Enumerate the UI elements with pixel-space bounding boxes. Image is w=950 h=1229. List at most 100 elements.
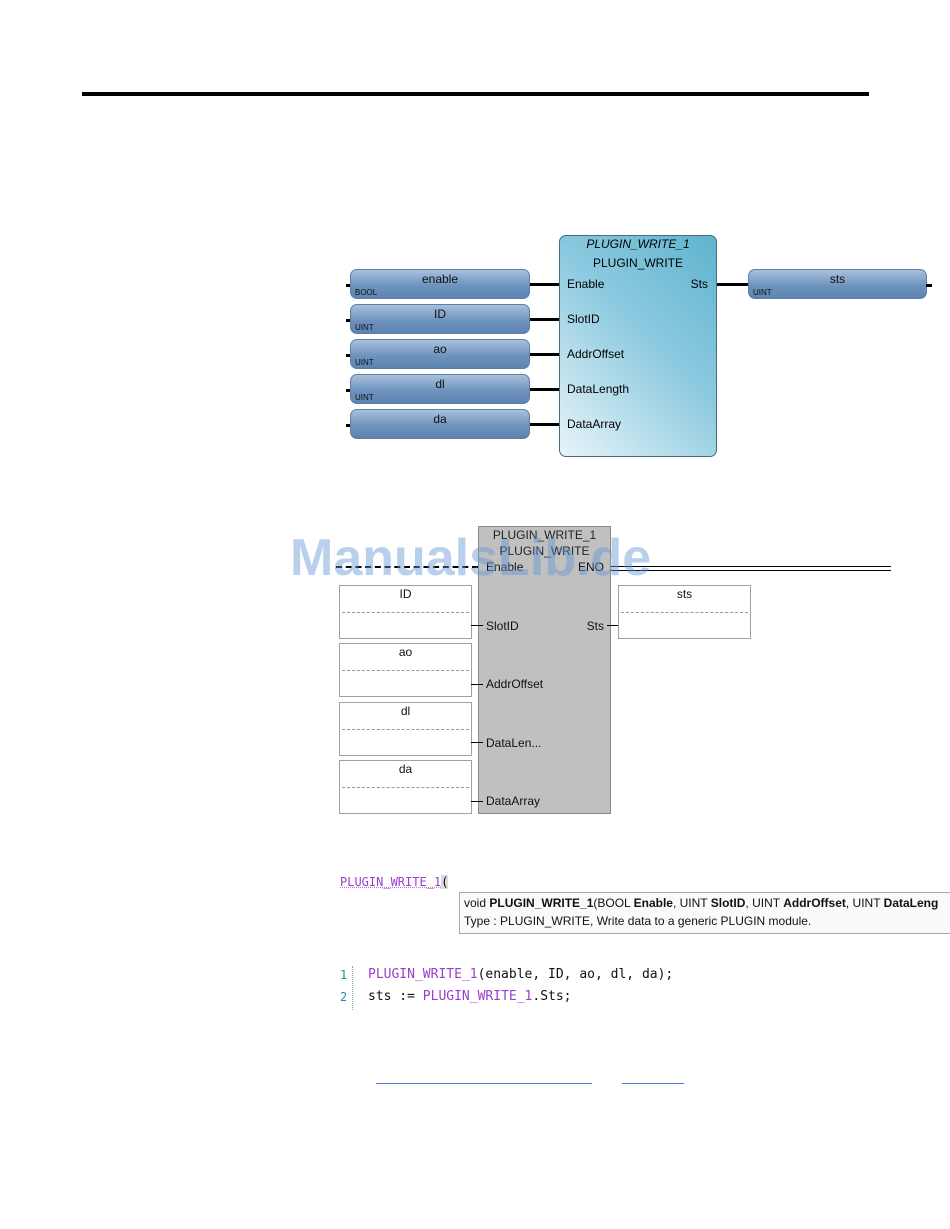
divider — [342, 670, 469, 671]
code-text: sts := — [368, 989, 423, 1004]
eno-rung — [611, 566, 891, 571]
var-name: dl — [435, 377, 445, 391]
ld-input-da[interactable]: da — [339, 760, 472, 814]
code-text: .Sts; — [532, 989, 572, 1004]
sig-param: AddrOffset — [783, 896, 846, 910]
wire — [530, 388, 560, 391]
st-typed-line[interactable]: PLUGIN_WRITE_1( — [340, 875, 449, 889]
ld-input-ao[interactable]: ao — [339, 643, 472, 697]
enable-rung-dashed — [336, 566, 478, 568]
wire — [471, 742, 483, 743]
pin-dataarray: DataArray — [486, 794, 541, 808]
connector-stub — [926, 284, 932, 287]
code-gutter — [352, 966, 353, 1010]
code-function: PLUGIN_WRITE_1 — [422, 989, 533, 1004]
fbd-output-sts[interactable]: sts UINT — [748, 269, 927, 299]
wire — [530, 318, 560, 321]
watermark: ManualsLib.de — [290, 529, 652, 587]
wire — [717, 283, 749, 286]
var-type: UINT — [355, 323, 374, 332]
var-name: ao — [398, 645, 413, 659]
ld-function-block[interactable]: PLUGIN_WRITE_1 PLUGIN_WRITE Enable ENO S… — [478, 526, 611, 814]
var-name: dl — [400, 704, 411, 718]
var-type: BOOL — [355, 288, 378, 297]
sig-text: , UINT — [845, 896, 884, 910]
open-paren: ( — [441, 875, 449, 889]
wire — [471, 625, 483, 626]
var-name: da — [398, 762, 413, 776]
pin-datalength: DataLength — [567, 382, 630, 396]
pin-eno: ENO — [577, 560, 604, 574]
wire — [471, 801, 483, 802]
fbd-input-enable[interactable]: enable BOOL — [350, 269, 530, 299]
sig-text: , UINT — [672, 896, 711, 910]
block-type-name: PLUGIN_WRITE — [499, 544, 590, 558]
pin-slotid: SlotID — [567, 312, 600, 326]
wire — [530, 283, 560, 286]
connector-stub — [346, 319, 352, 322]
fbd-input-id[interactable]: ID UINT — [350, 304, 530, 334]
fbd-input-ao[interactable]: ao UINT — [350, 339, 530, 369]
pin-slotid: SlotID — [486, 619, 519, 633]
signature-tooltip: void PLUGIN_WRITE_1(BOOL Enable, UINT Sl… — [459, 892, 950, 934]
wire — [530, 353, 560, 356]
tooltip-signature: void PLUGIN_WRITE_1(BOOL Enable, UINT Sl… — [464, 896, 938, 910]
fbd-input-da[interactable]: da — [350, 409, 530, 439]
wire — [471, 684, 483, 685]
var-name: da — [433, 412, 447, 426]
pin-dataarray: DataArray — [567, 417, 622, 431]
var-name: ao — [433, 342, 447, 356]
footer-link-underline[interactable] — [376, 1083, 592, 1084]
page-top-rule — [82, 92, 869, 96]
sig-param: SlotID — [710, 896, 746, 910]
sig-func: PLUGIN_WRITE_1 — [489, 896, 594, 910]
line-number: 1 — [340, 968, 348, 982]
sig-text: , UINT — [745, 896, 784, 910]
fbd-function-block[interactable]: PLUGIN_WRITE_1 PLUGIN_WRITE Enable SlotI… — [559, 235, 717, 457]
var-name: ID — [399, 587, 412, 601]
ld-input-dl[interactable]: dl — [339, 702, 472, 756]
tooltip-description: Type : PLUGIN_WRITE, Write data to a gen… — [464, 914, 812, 928]
sig-text: (BOOL — [593, 896, 634, 910]
connector-stub — [346, 389, 352, 392]
ld-output-sts[interactable]: sts — [618, 585, 751, 639]
sig-prefix: void — [464, 896, 490, 910]
connector-stub — [346, 424, 352, 427]
block-type-name: PLUGIN_WRITE — [592, 256, 683, 270]
code-function: PLUGIN_WRITE_1 — [368, 967, 478, 982]
var-name: sts — [829, 272, 846, 286]
wire — [530, 423, 560, 426]
divider — [621, 612, 748, 613]
divider — [342, 612, 469, 613]
divider — [342, 787, 469, 788]
pin-addroffset: AddrOffset — [567, 347, 625, 361]
sig-param: DataLeng — [883, 896, 939, 910]
block-instance-name: PLUGIN_WRITE_1 — [586, 237, 690, 251]
ld-input-id[interactable]: ID — [339, 585, 472, 639]
line-number: 2 — [340, 990, 348, 1004]
footer-link-underline[interactable] — [622, 1083, 684, 1084]
typed-function-name: PLUGIN_WRITE_1 — [340, 875, 442, 889]
var-type: UINT — [753, 288, 772, 297]
code-text: (enable, ID, ao, dl, da); — [477, 967, 674, 982]
fbd-input-dl[interactable]: dl UINT — [350, 374, 530, 404]
code-line-1[interactable]: PLUGIN_WRITE_1(enable, ID, ao, dl, da); — [368, 967, 673, 982]
code-line-2[interactable]: sts := PLUGIN_WRITE_1.Sts; — [368, 989, 572, 1004]
pin-datalen: DataLen... — [486, 736, 542, 750]
divider — [342, 729, 469, 730]
sig-param: Enable — [633, 896, 673, 910]
var-type: UINT — [355, 358, 374, 367]
pin-sts: Sts — [690, 277, 708, 291]
var-type: UINT — [355, 393, 374, 402]
var-name: sts — [676, 587, 693, 601]
connector-stub — [346, 354, 352, 357]
var-name: ID — [434, 307, 446, 321]
pin-enable: Enable — [567, 277, 605, 291]
block-instance-name: PLUGIN_WRITE_1 — [492, 528, 597, 542]
var-name: enable — [421, 272, 459, 286]
pin-enable: Enable — [486, 560, 524, 574]
wire — [607, 625, 619, 626]
connector-stub — [346, 284, 352, 287]
pin-sts: Sts — [586, 619, 604, 633]
pin-addroffset: AddrOffset — [486, 677, 544, 691]
